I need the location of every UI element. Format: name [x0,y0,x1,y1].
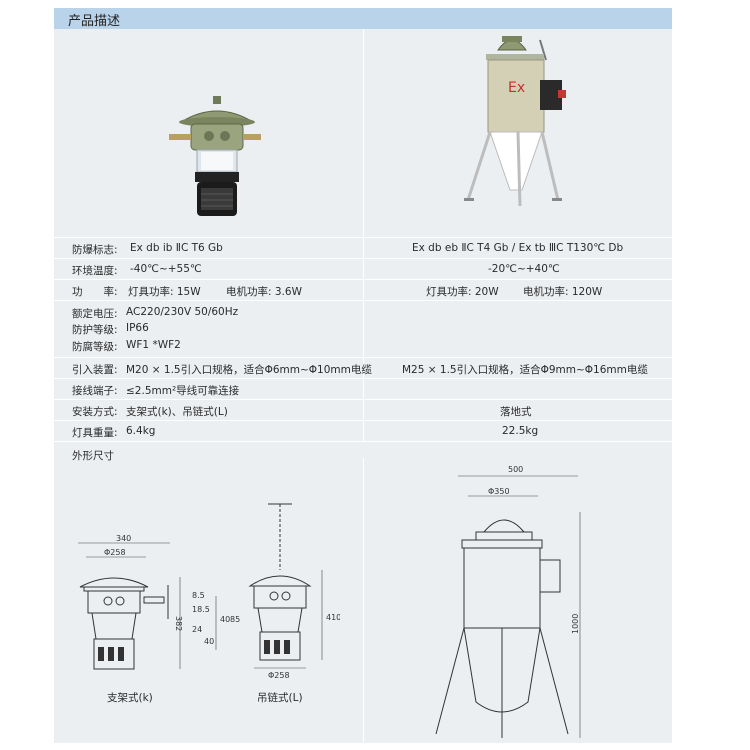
pendant-dim-top: 8.5 [192,591,205,600]
floor-unit-drawing: 500 Φ350 1000 [435,465,581,738]
section-header: 产品描述 [54,8,672,29]
power-left-motor: 电机功率: 3.6W [226,286,302,298]
terminal-label: 接线端子: [72,385,118,397]
weight-right: 22.5kg [502,425,539,437]
explosion-mark-left: Ex db ib ⅡC T6 Gb [130,242,223,254]
bracket-diameter: Φ258 [104,548,126,557]
pendant-diameter: Φ258 [268,671,290,680]
entry-left: M20 × 1.5引入口规格，适合Φ6mm~Φ10mm电缆 [126,364,372,376]
floor-diameter: Φ350 [488,487,510,496]
row-separator [54,258,672,259]
pendant-drawing: 410 Φ258 8.5 18.5 24 40 40 85 [192,503,340,680]
anticorrosion-label: 防腐等级: [72,341,118,353]
bracket-caption: 支架式(k) [107,692,153,704]
pendant-dim-3: 40 [204,637,214,646]
column-divider-lower [363,458,364,743]
power-label: 功 率: [72,286,118,298]
mounting-right: 落地式 [500,406,532,418]
pendant-dim-5: 85 [230,615,240,624]
entry-label: 引入装置: [72,364,118,376]
row-separator [54,378,672,379]
bracket-lamp-photo [169,96,261,216]
row-separator [54,420,672,421]
dimensions-title: 外形尺寸 [72,450,114,462]
mounting-label: 安装方式: [72,406,118,418]
weight-label: 灯具重量: [72,427,118,439]
power-right-motor: 电机功率: 120W [523,286,603,298]
floor-width: 500 [508,465,523,474]
row-separator [54,279,672,280]
rated-voltage-label: 额定电压: [72,308,118,320]
rated-voltage-value: AC220/230V 50/60Hz [126,306,239,318]
row-separator [54,399,672,400]
ambient-temp-right: -20℃~+40℃ [488,263,560,275]
bracket-width: 340 [116,535,131,543]
power-right-lamp: 灯具功率: 20W [426,286,499,298]
ambient-temp-left: -40℃~+55℃ [130,263,202,275]
pendant-dim-1: 18.5 [192,605,210,614]
explosion-mark-right: Ex db eb ⅡC T4 Gb / Ex tb ⅢC T130℃ Db [412,242,624,254]
protection-label: 防护等级: [72,324,118,336]
anticorrosion-value: WF1 *WF2 [126,339,181,351]
row-separator [54,300,672,301]
ambient-temp-label: 环境温度: [72,265,118,277]
terminal-value: ≤2.5mm²导线可靠连接 [126,385,240,397]
explosion-mark-label: 防爆标志: [72,244,118,256]
power-left-lamp: 灯具功率: 15W [128,286,201,298]
pendant-height: 410 [326,613,340,622]
floor-unit-photo: Ex [464,36,566,207]
row-separator [54,441,672,442]
pendant-dim-2: 24 [192,625,202,634]
pendant-caption: 吊链式(L) [257,692,303,704]
protection-value: IP66 [126,322,149,334]
mounting-left: 支架式(k)、吊链式(L) [126,406,228,418]
entry-right: M25 × 1.5引入口规格，适合Φ9mm~Φ16mm电缆 [402,364,648,376]
row-separator [54,357,672,358]
ex-mark: Ex [508,80,525,96]
floor-height: 1000 [571,614,580,634]
weight-left: 6.4kg [126,425,156,437]
row-separator [54,237,672,238]
section-title: 产品描述 [68,14,121,29]
bracket-drawing: 340 Φ258 382 [78,535,183,670]
pendant-dim-4: 40 [220,615,230,624]
column-divider [363,29,364,442]
bracket-height: 382 [174,616,183,631]
